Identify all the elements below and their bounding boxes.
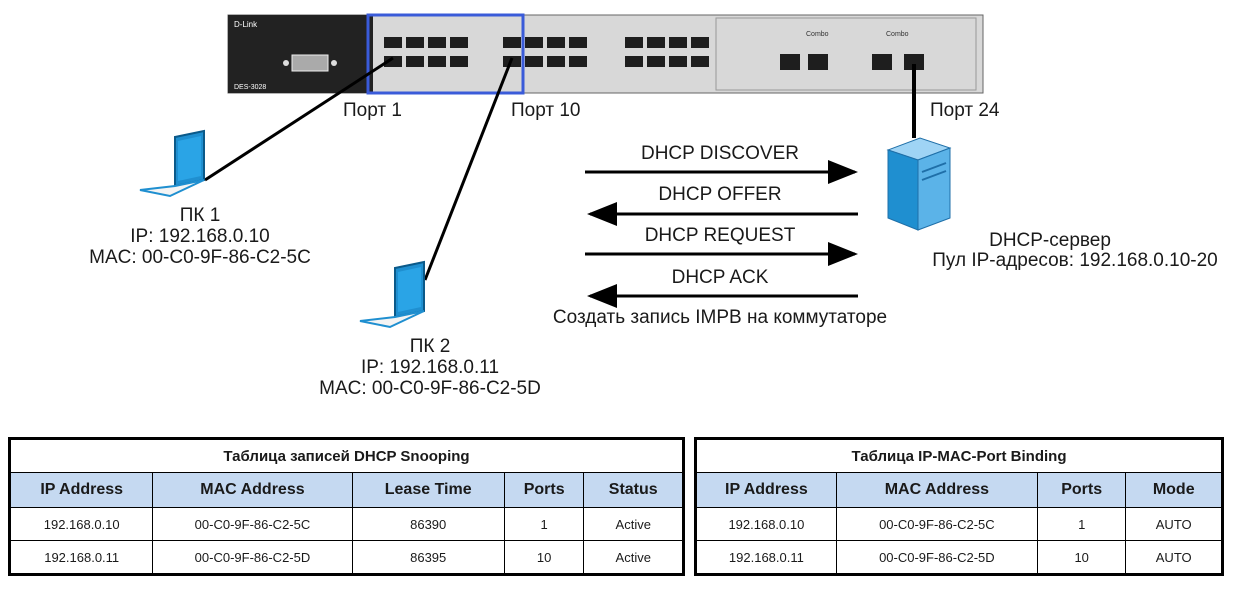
table-row: 192.168.0.10 00-C0-9F-86-C2-5C 86390 1 A… <box>8 507 684 541</box>
pc2-ip: IP: 192.168.0.11 <box>360 357 500 378</box>
cable-pc2 <box>423 57 514 281</box>
msg-discover: DHCP DISCOVER <box>640 143 799 164</box>
dhcp-snooping-table: Таблица записей DHCP Snooping IP Address… <box>8 437 685 576</box>
table-cell: 1 <box>1036 507 1127 541</box>
port1-label: Порт 1 <box>343 100 402 121</box>
pc1-name: ПК 1 <box>179 205 221 226</box>
table-cell: 86390 <box>351 507 505 541</box>
server-pool: Пул IP-адресов: 192.168.0.10-20 <box>932 250 1218 271</box>
pc2-mac: MAC: 00-C0-9F-86-C2-5D <box>319 378 541 399</box>
ip-mac-port-binding-table: Таблица IP-MAC-Port Binding IP Address M… <box>694 437 1224 576</box>
ip-mac-port-binding-table-title: Таблица IP-MAC-Port Binding <box>695 438 1223 473</box>
port24-label: Порт 24 <box>930 100 1000 121</box>
impb-note: Создать запись IMPB на коммутаторе <box>552 307 888 328</box>
column-header: IP Address <box>695 472 837 508</box>
column-header: Status <box>583 472 684 508</box>
column-header: IP Address <box>8 472 154 508</box>
uplink-label-2: Combo <box>886 31 909 38</box>
server-name: DHCP-сервер <box>989 230 1111 251</box>
column-header: MAC Address <box>835 472 1038 508</box>
msg-offer: DHCP OFFER <box>658 184 782 205</box>
table-cell: 86395 <box>351 540 505 575</box>
port10-label: Порт 10 <box>511 100 581 121</box>
cable-pc1 <box>204 56 394 182</box>
column-header: MAC Address <box>152 472 353 508</box>
table-cell: 00-C0-9F-86-C2-5C <box>152 507 353 541</box>
table-cell: 192.168.0.11 <box>8 540 154 575</box>
column-header: Lease Time <box>351 472 505 508</box>
laptop-icon-pc1 <box>139 129 205 198</box>
table-row: 192.168.0.11 00-C0-9F-86-C2-5D 86395 10 … <box>8 540 684 575</box>
table-cell: 10 <box>1036 540 1127 575</box>
laptop-icon-pc2 <box>359 260 425 329</box>
column-header: Ports <box>1036 472 1127 508</box>
column-header: Mode <box>1125 472 1223 508</box>
table-cell: Active <box>583 540 684 575</box>
table-cell: AUTO <box>1125 540 1223 575</box>
table-cell: 00-C0-9F-86-C2-5D <box>152 540 353 575</box>
table-cell: 192.168.0.10 <box>695 507 837 541</box>
table-cell: AUTO <box>1125 507 1223 541</box>
switch-model: DES-3028 <box>234 84 266 91</box>
network-diagram: D-Link DES-3028 Combo Combo <box>139 13 984 329</box>
pc1-ip: IP: 192.168.0.10 <box>130 226 270 247</box>
server-icon <box>886 137 952 231</box>
msg-request: DHCP REQUEST <box>644 225 796 246</box>
pc2-name: ПК 2 <box>409 336 451 357</box>
table-cell: 00-C0-9F-86-C2-5C <box>835 507 1038 541</box>
uplink-label-1: Combo <box>806 31 829 38</box>
switch-brand: D-Link <box>234 20 258 29</box>
table-cell: 192.168.0.10 <box>8 507 154 541</box>
table-cell: 1 <box>503 507 585 541</box>
column-header: Ports <box>503 472 585 508</box>
table-row: 192.168.0.11 00-C0-9F-86-C2-5D 10 AUTO <box>695 540 1223 575</box>
ports-highlight-box <box>366 13 525 95</box>
switch-device: D-Link DES-3028 Combo Combo <box>227 14 984 94</box>
table-header-row: IP Address MAC Address Ports Mode <box>695 472 1223 508</box>
table-cell: 10 <box>503 540 585 575</box>
table-cell: 00-C0-9F-86-C2-5D <box>835 540 1038 575</box>
dhcp-snooping-table-title: Таблица записей DHCP Snooping <box>9 438 684 473</box>
table-row: 192.168.0.10 00-C0-9F-86-C2-5C 1 AUTO <box>695 507 1223 541</box>
pc1-mac: MAC: 00-C0-9F-86-C2-5C <box>89 247 311 268</box>
table-cell: 192.168.0.11 <box>695 540 837 575</box>
table-cell: Active <box>583 507 684 541</box>
table-header-row: IP Address MAC Address Lease Time Ports … <box>8 472 684 508</box>
msg-ack: DHCP ACK <box>671 267 769 288</box>
